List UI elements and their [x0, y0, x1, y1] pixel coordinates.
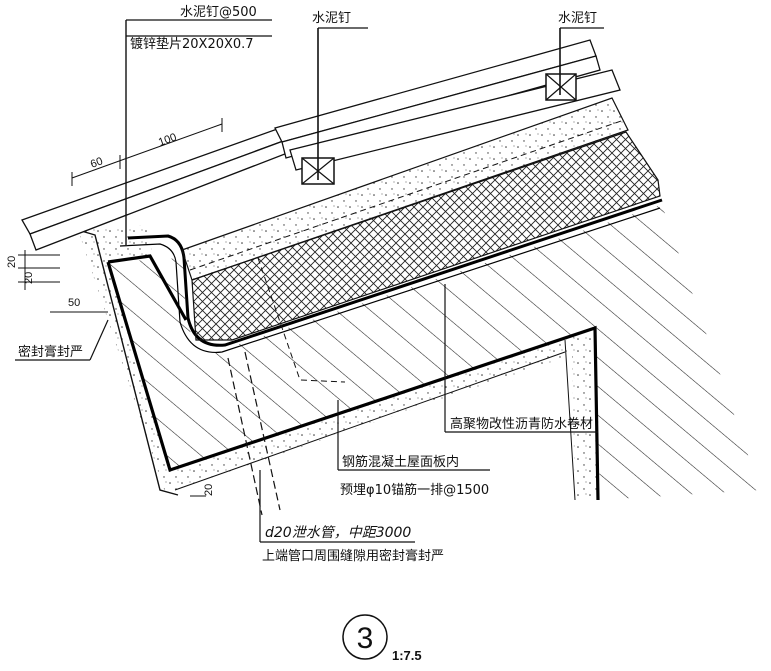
detail-marker: 3 1:7.5 [342, 614, 422, 663]
detail-number: 3 [357, 622, 374, 655]
dim-20-c: 20 [203, 484, 215, 496]
drain-pipe [227, 351, 281, 516]
dim-60: 60 [89, 155, 105, 170]
anchor-bar [257, 257, 346, 383]
sealant-edge-label: 密封膏封严 [18, 344, 83, 360]
pipe-seal-label: 上端管口周围缝隙用密封膏封严 [262, 548, 444, 564]
screed-layer [181, 97, 629, 281]
dim-100: 100 [157, 131, 178, 149]
insulation-layer [191, 131, 661, 341]
edge-plaster [77, 225, 600, 501]
batten-right [545, 73, 577, 101]
dim-20-b: 20 [23, 272, 35, 284]
concrete-slab [108, 205, 760, 500]
slab-outline [106, 254, 600, 501]
membrane-label: 高聚物改性沥青防水卷材 [450, 416, 593, 432]
dimension-lines [18, 118, 223, 497]
roof-tiles [21, 39, 621, 251]
rc-slab-label: 钢筋混凝土屋面板内 [342, 454, 459, 470]
detail-scale: 1:7.5 [392, 648, 422, 663]
drain-pipe-label: d20泄水管，中距3000 [265, 525, 411, 541]
dim-50: 50 [68, 297, 80, 309]
nail-middle-label: 水泥钉 [312, 11, 351, 26]
nail-right-label: 水泥钉 [558, 11, 597, 26]
nail-spacing-label: 水泥钉@500 [180, 5, 257, 20]
washer-label: 镀锌垫片20X20X0.7 [130, 36, 254, 52]
dim-20-a: 20 [6, 256, 18, 268]
waterproof-membrane-line [127, 198, 663, 347]
anchor-bar-label: 预埋φ10锚筋一排@1500 [340, 482, 489, 498]
